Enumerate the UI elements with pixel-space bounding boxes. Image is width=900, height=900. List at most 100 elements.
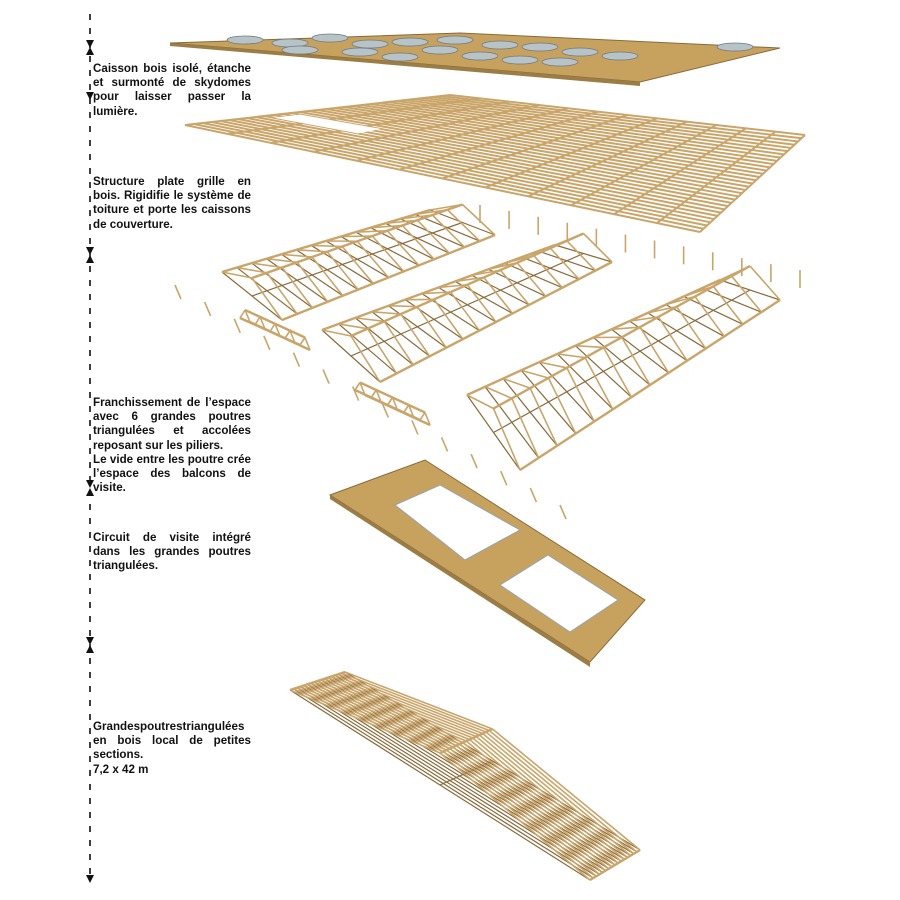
post-member [351, 386, 360, 401]
floor-plate-edge [330, 495, 590, 667]
post-member [322, 369, 330, 384]
diagonal-member [289, 330, 296, 344]
diagonal-member [236, 266, 268, 274]
note-visit-circuit: Circuit de visite intégré dans les grand… [93, 531, 251, 573]
roof-slab-edge [170, 43, 640, 86]
grid-beam [699, 134, 806, 233]
bottom-chord [364, 393, 431, 427]
diagonal-member [492, 408, 521, 471]
bottom-chord [221, 208, 431, 274]
vertical-dimension-axis [86, 14, 94, 883]
diagonal-member [520, 369, 549, 379]
diagonal-member [306, 683, 457, 747]
diagonal-member [602, 347, 633, 398]
diagonal-member [281, 267, 314, 309]
diagonal-member [313, 681, 464, 744]
note-beam-dimensions: Grandespoutrestriangulées en bois local … [93, 720, 251, 776]
diagonal-member [344, 671, 493, 730]
diagonal-member [296, 687, 447, 751]
post-member [559, 504, 567, 520]
diagonal-member [221, 271, 253, 279]
bottom-chord [589, 848, 641, 882]
grid-beam [356, 107, 569, 162]
diagonal-member [446, 209, 481, 242]
diagonal-member [354, 382, 361, 391]
roof-caisson-with-skydomes [169, 32, 781, 86]
diagonal-member [557, 353, 586, 359]
visit-circuit-floor [328, 459, 646, 667]
diagonal-member [438, 283, 468, 289]
arrow-up-icon [86, 47, 94, 55]
diagonal-member [483, 276, 514, 314]
diagonal-member [462, 741, 613, 868]
diagonal-member [449, 747, 600, 875]
diagonal-member [259, 316, 266, 330]
diagonal-member [327, 676, 477, 738]
diagonal-member [485, 731, 635, 855]
diagonal-member [442, 750, 594, 879]
arrow-down-icon [86, 247, 94, 255]
post-member [411, 420, 419, 435]
skydome [226, 35, 264, 45]
grid-beam [656, 130, 777, 224]
top-chord [251, 203, 463, 280]
skydome [521, 42, 559, 52]
bottom-chord [466, 278, 721, 397]
diagonal-member [621, 336, 651, 386]
diagonal-member [582, 232, 613, 263]
diagonal-member [629, 316, 659, 322]
diagonal-member [466, 394, 494, 410]
post-member [500, 470, 508, 486]
diagonal-member [383, 320, 414, 366]
skydome [391, 37, 429, 47]
skydome [461, 51, 499, 61]
post-member [470, 453, 478, 469]
grid-beam [251, 221, 463, 297]
diagonal-member [749, 265, 781, 301]
skydome [541, 57, 579, 67]
single-triangulated-beam [289, 670, 641, 882]
diagonal-member [386, 397, 394, 406]
diagonal-member [455, 744, 607, 872]
diagonal-member [484, 386, 513, 400]
diagonal-member [549, 247, 580, 280]
diagonal-member [461, 203, 496, 236]
diagonal-member [340, 235, 373, 238]
diagonal-member [310, 682, 460, 745]
diagonal-member [465, 740, 616, 866]
diagonal-member [539, 361, 567, 369]
diagonal-member [334, 674, 483, 735]
diagonal-member [266, 257, 298, 264]
bottom-chord [289, 670, 346, 692]
visit-opening [499, 554, 619, 633]
post-member [203, 301, 212, 317]
skydome [561, 47, 599, 57]
skydome [481, 40, 519, 50]
diagonal-member [244, 309, 251, 323]
arrow-down-icon [86, 480, 94, 488]
diagonal-member [274, 323, 281, 337]
diagonal-member [566, 240, 597, 272]
diagonal-member [355, 317, 385, 323]
arrow-up-icon [86, 645, 94, 653]
diagonal-member [403, 404, 410, 413]
grid-beam [399, 110, 599, 171]
diagonal-member [251, 277, 283, 321]
grid-beam [184, 94, 451, 126]
grid-beam [570, 124, 717, 207]
diagonal-member [266, 272, 298, 315]
arrow-up-icon [86, 255, 94, 263]
diagonal-member [547, 377, 577, 434]
diagonal-member [400, 313, 431, 357]
grid-beam [442, 114, 628, 180]
bottom-chord [249, 320, 311, 352]
diagonal-member [296, 261, 329, 303]
post-member [263, 335, 271, 351]
diagonal-member [366, 328, 398, 374]
grid-beam [313, 104, 539, 153]
arrow-down-icon [86, 875, 94, 883]
diagonal-member [284, 330, 291, 339]
diagonal-member [472, 737, 622, 862]
diagonal-member [341, 245, 374, 285]
diagonal-member [478, 734, 629, 859]
